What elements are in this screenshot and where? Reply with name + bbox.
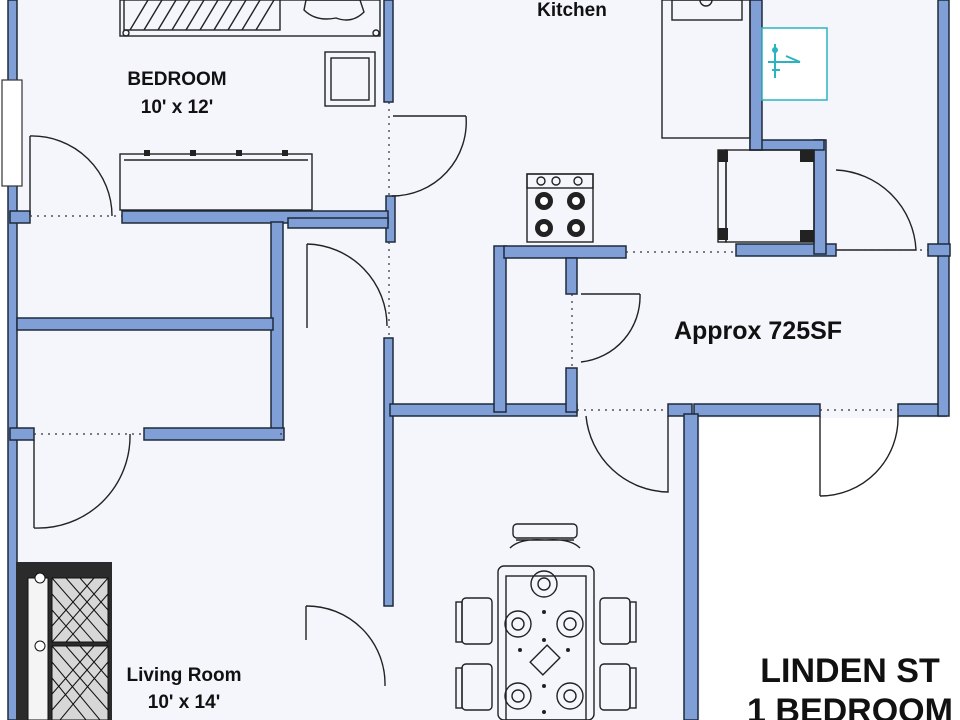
window (1, 79, 23, 187)
dresser (119, 150, 313, 211)
plan-title-line2: 1 BEDROOM (747, 692, 953, 720)
stove (526, 173, 594, 243)
walls (7, 0, 951, 720)
dining-table (455, 523, 637, 720)
living-room-size: 10' x 14' (148, 692, 220, 713)
area-label: Approx 725SF (674, 317, 842, 345)
bedroom-size: 10' x 12' (141, 97, 213, 118)
water-heater (761, 27, 828, 101)
kitchen-counter (661, 0, 751, 139)
nightstand (324, 51, 376, 107)
sofa (16, 562, 112, 720)
plan-title-line1: LINDEN ST (760, 652, 940, 690)
exterior-white (700, 418, 960, 720)
doors (29, 102, 928, 687)
living-room-label: Living Room (126, 665, 241, 686)
bedroom-label: BEDROOM (127, 69, 226, 90)
refrigerator (717, 149, 815, 243)
labels: BEDROOM 10' x 12' Kitchen Approx 725SF L… (126, 0, 952, 720)
kitchen-label: Kitchen (537, 0, 607, 21)
bed (119, 0, 381, 37)
